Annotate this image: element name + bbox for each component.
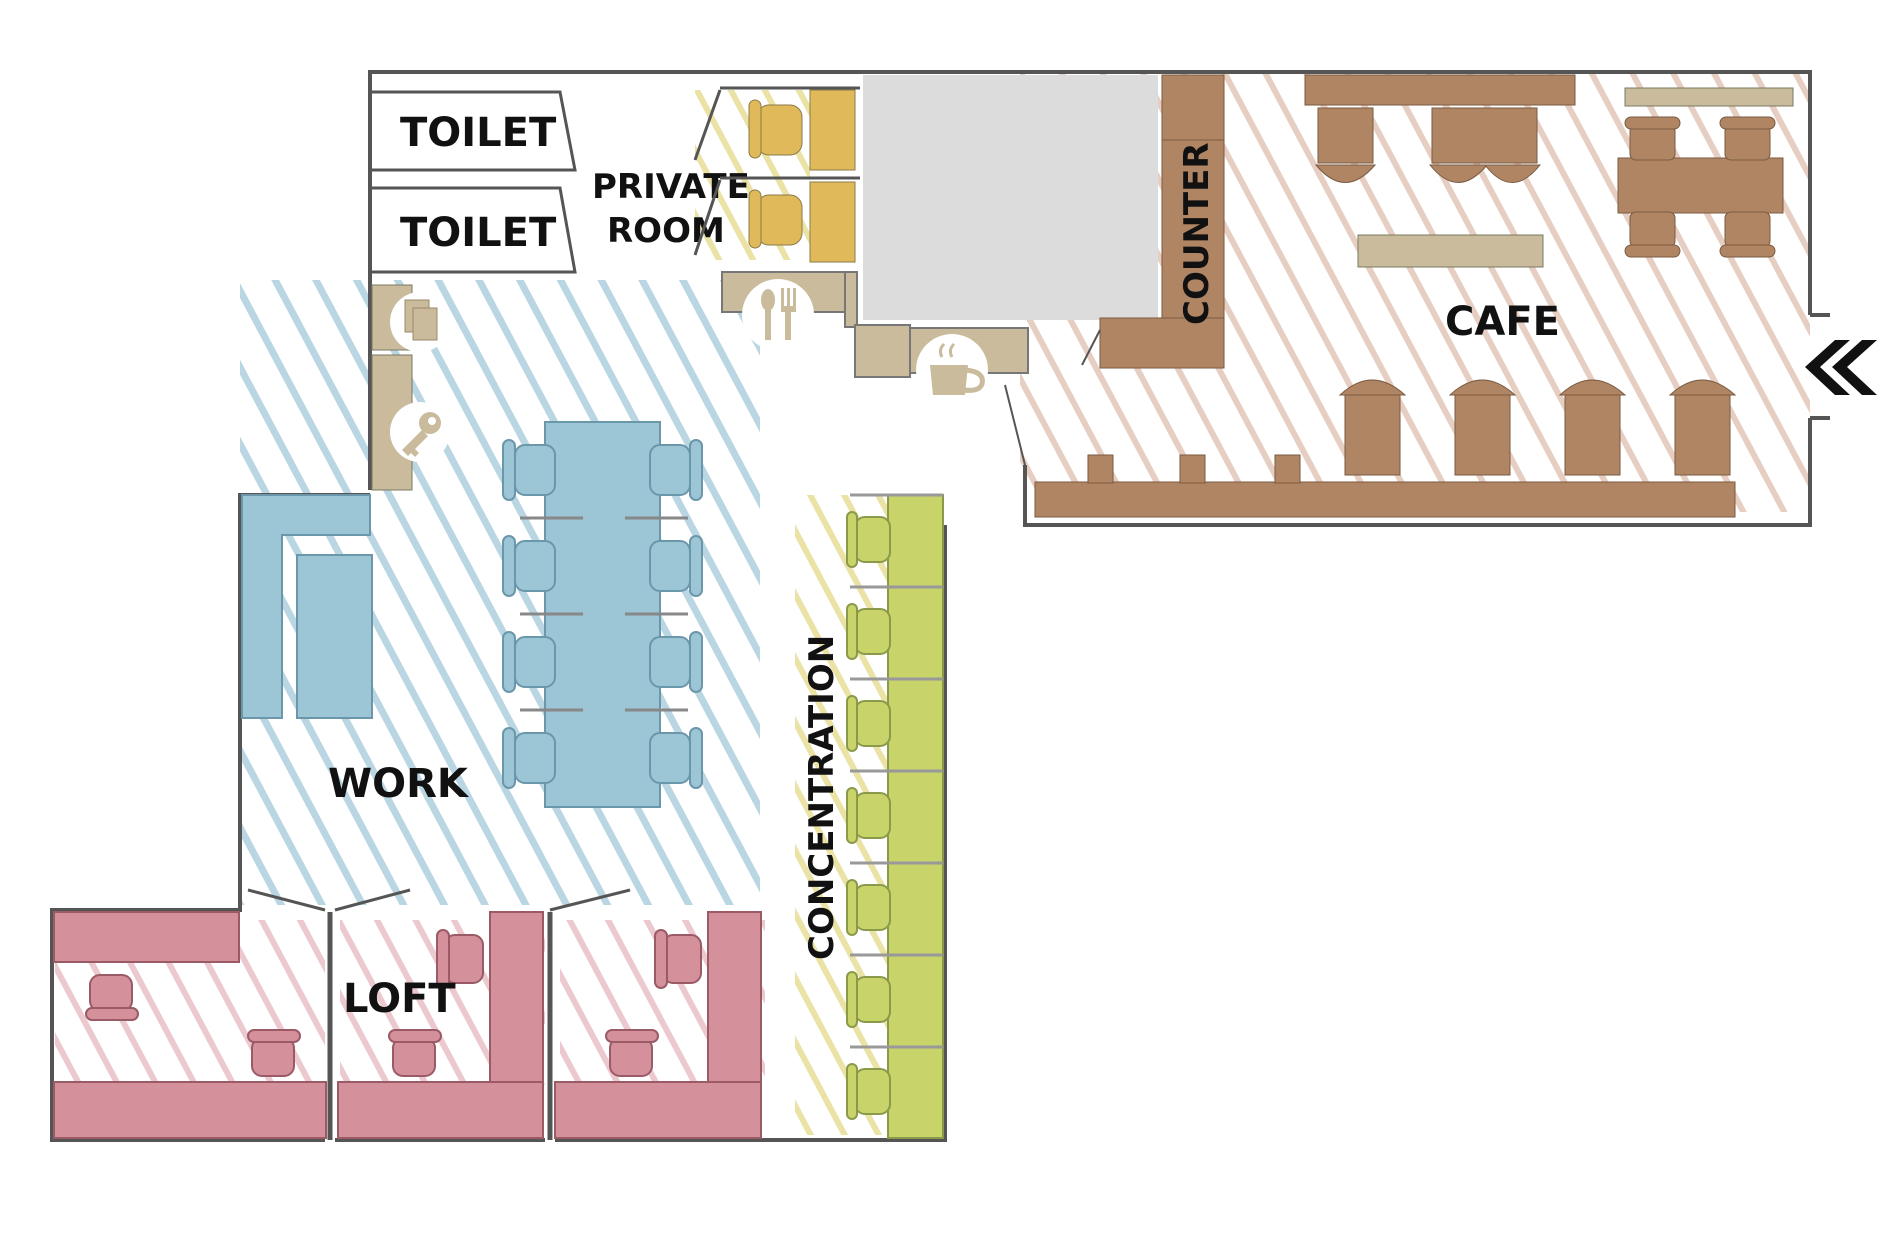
key-icon bbox=[390, 402, 450, 462]
kitchen-area bbox=[863, 75, 1158, 320]
cafe: CAFE bbox=[1004, 74, 1877, 518]
cutlery-icon bbox=[742, 279, 814, 351]
cafe-label: CAFE bbox=[1445, 299, 1560, 345]
cafe-table bbox=[1617, 157, 1784, 214]
private-desk-2 bbox=[809, 181, 856, 263]
work-table-dividers bbox=[520, 516, 688, 712]
cafe-shelf-top bbox=[1624, 87, 1794, 107]
private-chair-1 bbox=[748, 99, 803, 159]
loft-2-desk-bottom bbox=[337, 1081, 544, 1139]
loft-1-chairs bbox=[85, 974, 301, 1077]
toilet-2-label: TOILET bbox=[400, 210, 557, 256]
work-area: WORK bbox=[241, 284, 703, 808]
concentration-dividers bbox=[850, 493, 943, 1049]
cafe-table-chairs bbox=[1624, 116, 1776, 258]
private-chair-2 bbox=[748, 189, 803, 249]
private-desk-1 bbox=[809, 89, 856, 171]
central-corridor bbox=[760, 290, 1020, 500]
work-chairs bbox=[502, 439, 703, 789]
copy-icon bbox=[390, 292, 450, 352]
loft-label: LOFT bbox=[343, 976, 456, 1022]
cafe-booth-1 bbox=[1314, 107, 1377, 183]
loft-area: LOFT bbox=[53, 888, 762, 1140]
loft-3-chairs bbox=[605, 929, 702, 1077]
private-room: PRIVATE ROOM bbox=[592, 86, 860, 263]
cafe-bench-middle bbox=[1357, 234, 1544, 268]
loft-1-desk-bottom bbox=[53, 1081, 327, 1139]
cafe-bench-bottom bbox=[1034, 481, 1736, 518]
concentration-chairs bbox=[846, 511, 891, 1120]
cafe-stools bbox=[1087, 454, 1301, 484]
work-label: WORK bbox=[328, 761, 470, 807]
loft-doors bbox=[247, 888, 631, 1140]
concentration-area: CONCENTRATION bbox=[802, 493, 944, 1139]
counter-label: COUNTER bbox=[1177, 142, 1217, 325]
private-room-label-line2: ROOM bbox=[607, 211, 725, 251]
counter: COUNTER bbox=[1081, 74, 1225, 369]
loft-2-chairs bbox=[388, 929, 484, 1077]
cafe-chairs-row bbox=[1338, 379, 1737, 476]
loft-3-desk-bottom bbox=[554, 1081, 762, 1139]
work-l-counter bbox=[241, 494, 371, 719]
coffee-cup-icon bbox=[916, 334, 988, 406]
toilet-2: TOILET bbox=[372, 186, 577, 274]
double-chevron-left-icon bbox=[1805, 340, 1877, 395]
toilet-1-label: TOILET bbox=[400, 110, 557, 156]
cafe-booth-2 bbox=[1428, 107, 1542, 183]
concentration-desk bbox=[887, 494, 944, 1139]
loft-1-desk-top bbox=[53, 911, 240, 963]
concentration-label: CONCENTRATION bbox=[802, 635, 842, 960]
private-room-label-line1: PRIVATE bbox=[592, 167, 750, 207]
toilet-1: TOILET bbox=[372, 90, 577, 172]
work-side-table bbox=[296, 554, 373, 719]
cafe-bench-top bbox=[1304, 74, 1576, 106]
